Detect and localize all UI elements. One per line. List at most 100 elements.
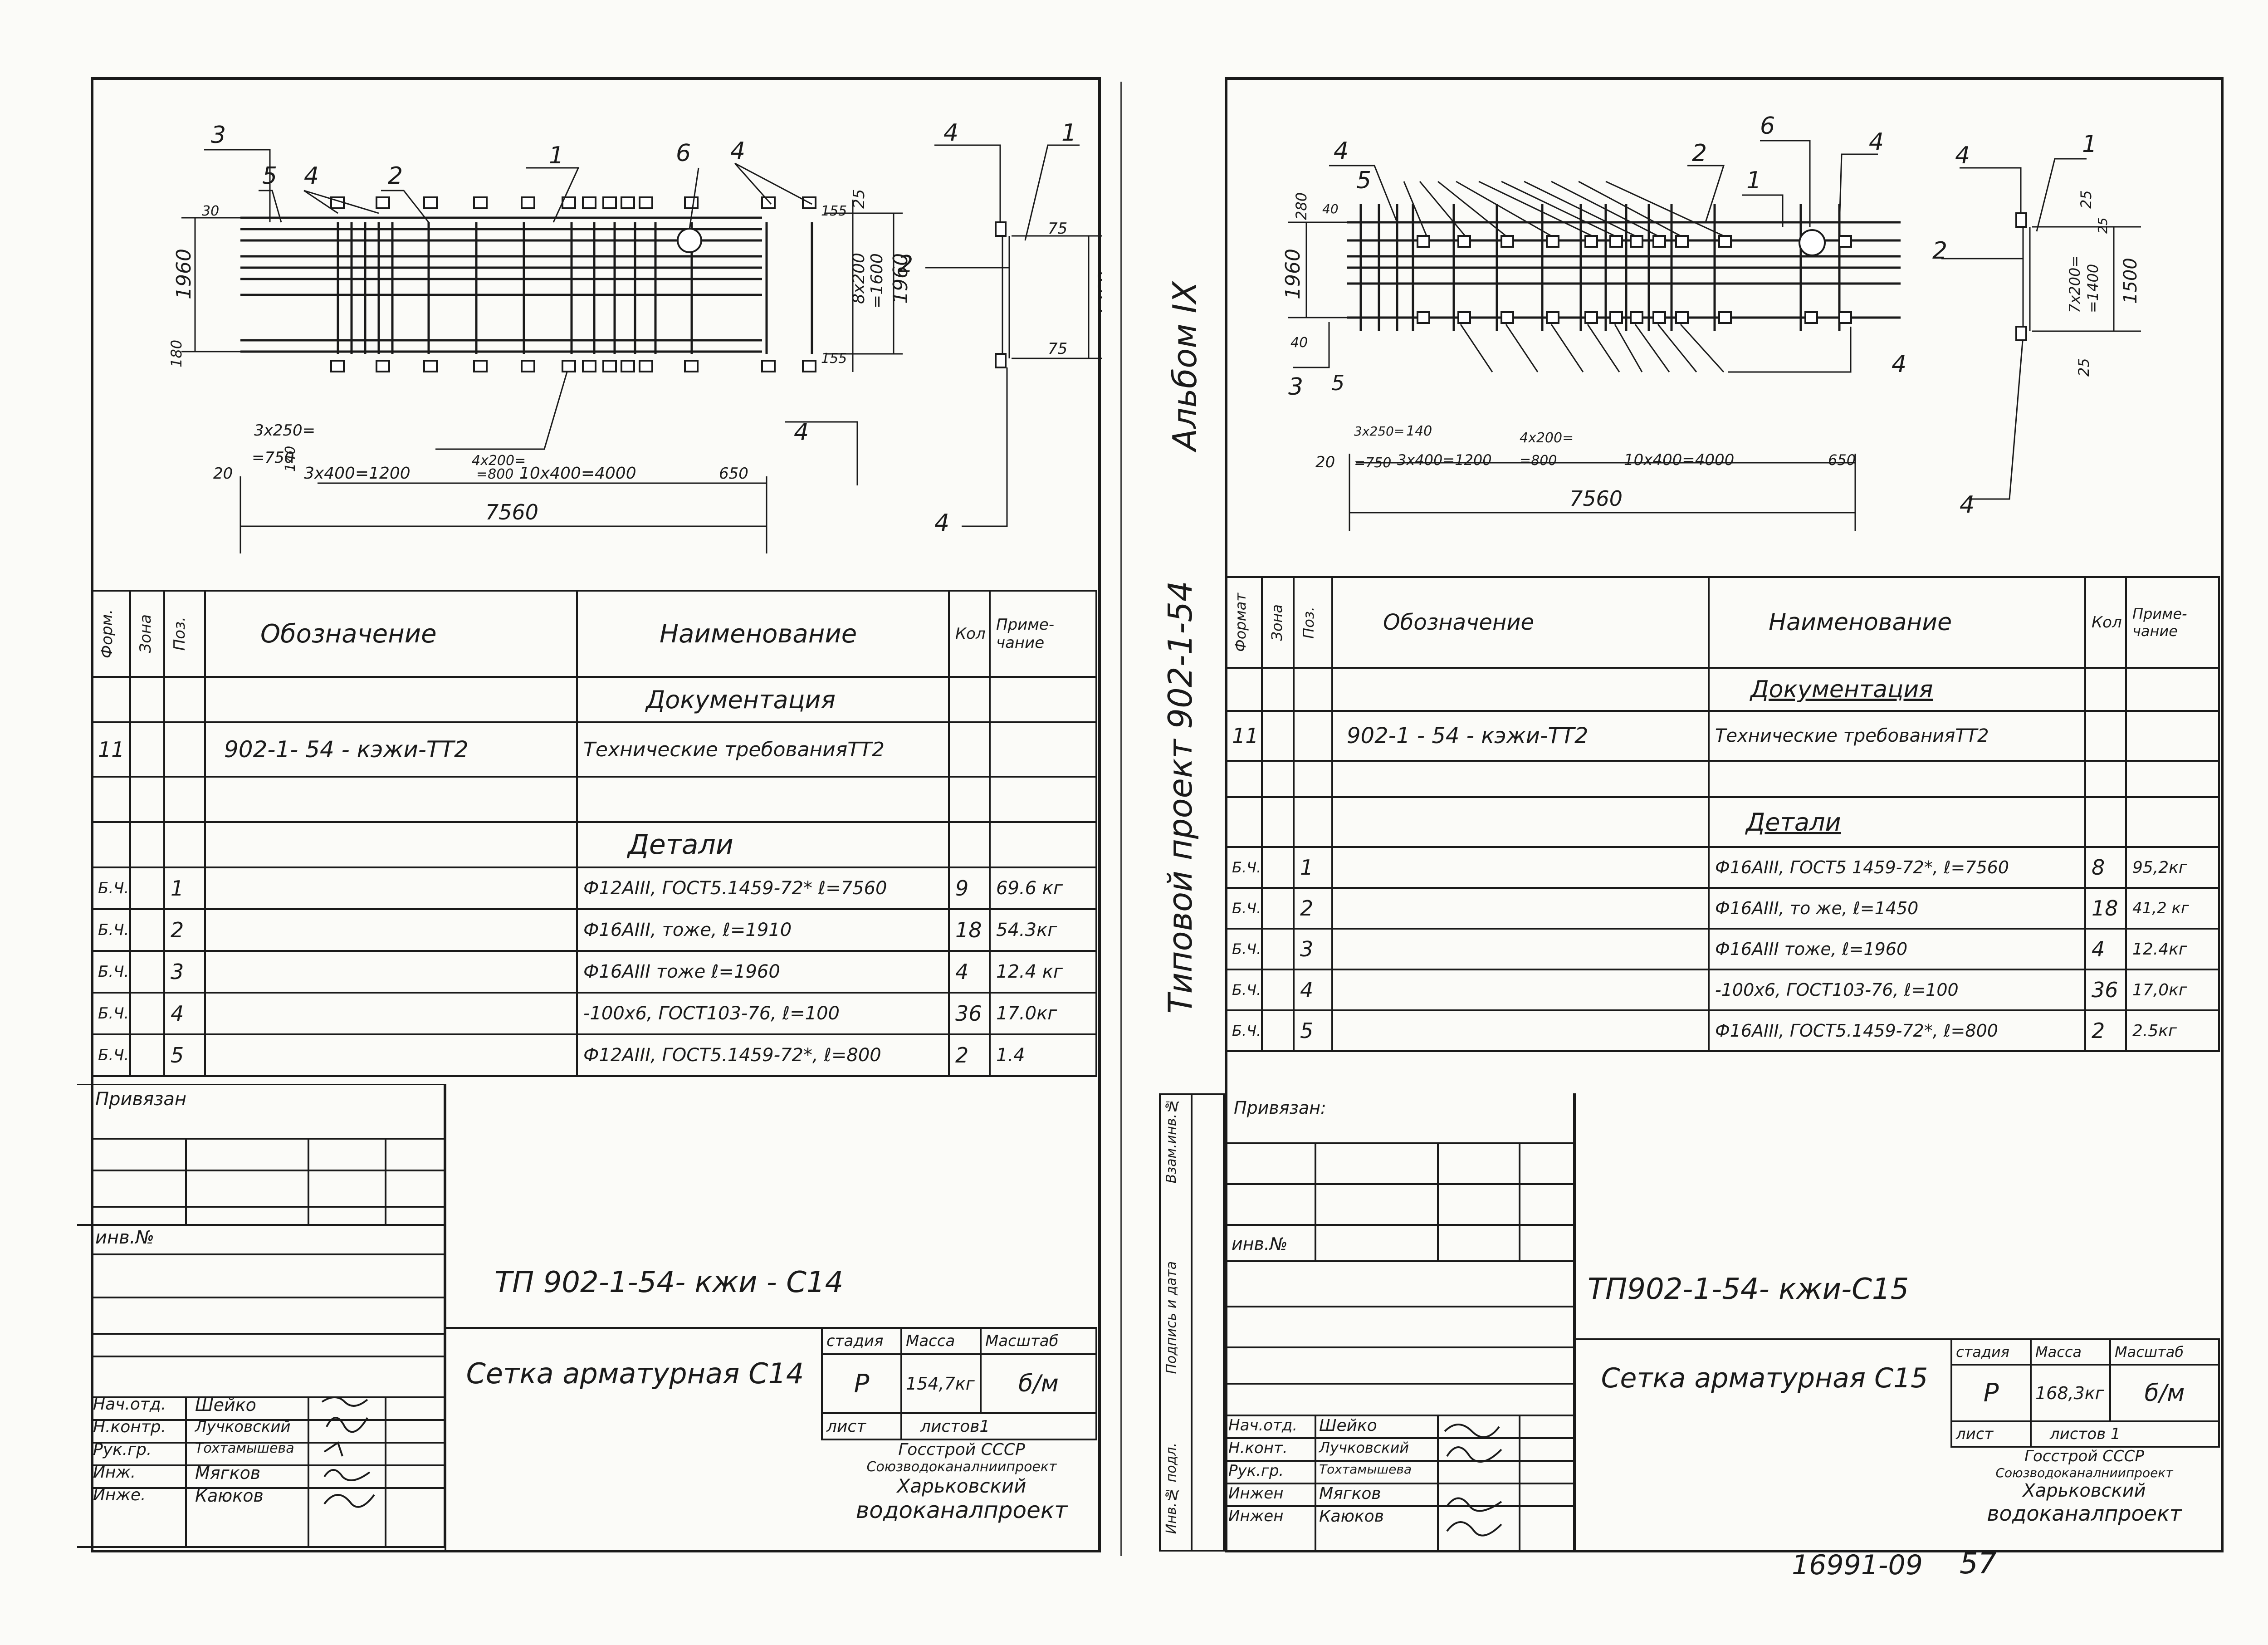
left-title-vline: [445, 1084, 446, 1552]
footer-number: 16991-09: [1792, 1549, 1923, 1581]
right-dim-side-7x200: 7x200=: [2066, 255, 2083, 313]
right-row1-note: 95,2кг: [2125, 846, 2220, 889]
left-staff-row: Инже.Каюков: [93, 1486, 264, 1506]
left-doc-format: 11: [91, 721, 131, 778]
left-inv-label: инв.№: [95, 1227, 155, 1248]
right-album-label: Альбом IX: [1166, 281, 1204, 451]
right-project-label: Типовой проект 902-1-54: [1161, 581, 1199, 1014]
left-callout-4a: 4: [304, 162, 319, 190]
left-callout-4c: 4: [794, 419, 809, 446]
right-dim-side-1500: 1500: [2120, 258, 2141, 304]
left-hdr-qty: Кол: [948, 590, 991, 678]
left-row4-qty: 36: [948, 992, 991, 1035]
right-mass-label: Масса: [2030, 1338, 2111, 1366]
left-drawing-code: ТП 902-1-54- кжи - С14: [494, 1266, 844, 1299]
right-row1-qty: 8: [2084, 846, 2127, 889]
right-mass-value: 168,3кг: [2030, 1364, 2111, 1422]
right-binding-grid: [1225, 1093, 1575, 1552]
right-stage-table: стадия Масса Масштаб Р 168,3кг б/м лист …: [1950, 1338, 2220, 1448]
left-dim-right-1960: 1960: [889, 253, 912, 304]
page-number: 57: [1960, 1547, 1997, 1581]
right-doc-name: Технические требованияТТ2: [1708, 710, 2086, 762]
left-dim-side-75a: 75: [1048, 220, 1067, 238]
left-row4-pos: 4: [163, 992, 206, 1035]
left-sheet-label: лист: [821, 1412, 902, 1440]
right-row3-note: 12.4кг: [2125, 928, 2220, 970]
right-dim-chain-650: 650: [1828, 451, 1856, 469]
left-hdr-name: Наименование: [576, 590, 950, 678]
right-side-label-3: Взам.инв.№: [1163, 1098, 1179, 1184]
right-hdr-format: Формат: [1225, 576, 1263, 669]
left-callout-6: 6: [676, 140, 691, 167]
left-callout-5: 5: [262, 162, 277, 190]
left-dim-right-1600: =1600: [868, 253, 886, 308]
left-dim-chain-10x400: 10x400=4000: [519, 464, 636, 483]
left-dim-chain-20: 20: [213, 465, 233, 483]
left-dim-chain-4x200: 4x200=: [472, 453, 526, 469]
left-stage-label: стадия: [821, 1327, 902, 1355]
left-binding-label: Привязан: [95, 1089, 187, 1110]
right-doc-format: 11: [1225, 710, 1263, 762]
left-row4-note: 17.0кг: [989, 992, 1097, 1035]
right-row4-note: 17,0кг: [2125, 969, 2220, 1011]
left-dim-side-75b: 75: [1048, 340, 1067, 358]
right-row2-name: Ф16АIII, то же, ℓ=1450: [1708, 887, 2086, 930]
right-callout-4c: 4: [1892, 351, 1906, 378]
left-dim-chain-750: =750: [252, 449, 294, 467]
left-row2-qty: 18: [948, 908, 991, 952]
left-row2-format: Б.Ч.: [91, 908, 131, 952]
left-dim-chain-3x250: 3x250=: [254, 421, 315, 440]
left-callout-1: 1: [549, 142, 564, 169]
right-row3-format: Б.Ч.: [1225, 928, 1263, 970]
right-sheets-label: листов 1: [2030, 1420, 2220, 1448]
right-row2-qty: 18: [2084, 887, 2127, 930]
right-row4-qty: 36: [2084, 969, 2127, 1011]
left-callout-4b: 4: [730, 137, 745, 165]
right-dim-chain-10x400: 10x400=4000: [1624, 451, 1734, 469]
left-hdr-note: Приме-чание: [989, 590, 1097, 678]
left-hdr-format: Форм.: [91, 590, 131, 678]
right-row2-format: Б.Ч.: [1225, 887, 1263, 930]
right-row5-note: 2.5кг: [2125, 1009, 2220, 1052]
right-side-label-1: Инв.№ подл.: [1163, 1443, 1179, 1534]
left-dim-side-1760: 1760: [1095, 271, 1102, 318]
right-row2-note: 41,2 кг: [2125, 887, 2220, 930]
left-row3-format: Б.Ч.: [91, 950, 131, 994]
left-row3-note: 12.4 кг: [989, 950, 1097, 994]
left-dim-chain-650: 650: [719, 465, 748, 483]
left-row4-format: Б.Ч.: [91, 992, 131, 1035]
left-row5-pos: 5: [163, 1033, 206, 1077]
left-doc-name: Технические требованияТТ2: [576, 721, 950, 778]
right-staff-row: Нач.отд.Шейко: [1228, 1416, 1377, 1435]
left-mass-value: 154,7кг: [900, 1353, 982, 1414]
left-row1-pos: 1: [163, 867, 206, 910]
right-drawing-code: ТП902-1-54- кжи-С15: [1588, 1273, 1909, 1306]
right-hdr-name: Наименование: [1708, 576, 2086, 669]
right-dim-side-1400: =1400: [2084, 264, 2102, 313]
right-title-line: [1574, 1338, 2218, 1340]
right-dim-side-25c: 25: [2075, 358, 2092, 377]
left-dim-right-155b: 155: [821, 351, 847, 367]
left-spec-table: Форм. Зона Поз. Обозначение Наименование…: [91, 590, 1097, 1077]
left-staff: Нач.отд.Шейко Н.контр.Лучковский Рук.гр.…: [93, 1395, 365, 1508]
left-section-docs: Документация: [576, 676, 950, 723]
right-staff: Нач.отд.Шейко Н.конт.Лучковский Рук.гр.Т…: [1228, 1416, 1482, 1530]
right-hdr-qty: Кол: [2084, 576, 2127, 669]
right-section-parts: Детали: [1708, 796, 2086, 848]
right-row1-name: Ф16АIII, ГОСТ5 1459-72*, ℓ=7560: [1708, 846, 2086, 889]
left-row2-note: 54.3кг: [989, 908, 1097, 952]
left-row3-qty: 4: [948, 950, 991, 994]
left-row1-format: Б.Ч.: [91, 867, 131, 910]
left-callout-side-2: 2: [898, 251, 913, 278]
left-row1-name: Ф12АIII, ГОСТ5.1459-72* ℓ=7560: [576, 867, 950, 910]
right-hdr-pos: Поз.: [1293, 576, 1333, 669]
right-row5-format: Б.Ч.: [1225, 1009, 1263, 1052]
right-callout-side-1: 1: [2082, 131, 2097, 158]
right-row1-pos: 1: [1293, 846, 1333, 889]
right-callout-side-4b: 4: [1960, 491, 1975, 519]
left-hdr-zone: Зона: [129, 590, 165, 678]
left-signatures: [321, 1396, 375, 1508]
right-drawing: 4 5 2 1 6 4 4 1 2 4 3 5 4 7560 1960 280 …: [1281, 113, 2141, 531]
left-stage-value: Р: [821, 1353, 902, 1414]
left-dim-bottom-edge: 180: [168, 340, 185, 367]
